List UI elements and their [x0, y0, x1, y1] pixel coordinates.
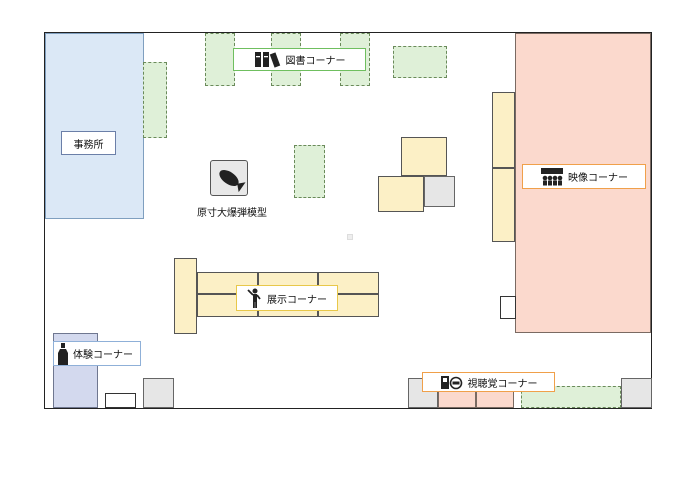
books-label-text: 図書コーナー [285, 56, 346, 67]
exhibit-label-text: 展示コーナー [267, 294, 327, 306]
person-pointing-icon [247, 288, 263, 308]
theater-icon [540, 167, 564, 186]
book-table-left-side [143, 62, 167, 138]
exhibit-label: 展示コーナー [236, 285, 338, 311]
bottom-left-box [105, 393, 136, 408]
experience-label-text: 体験コーナー [73, 350, 133, 361]
office-label-text: 事務所 [73, 139, 104, 151]
books-icon [254, 51, 282, 68]
bomb-icon [210, 160, 248, 196]
experience-label: 体験コーナー [53, 341, 141, 366]
center-grey-box [424, 176, 455, 207]
office-area [45, 33, 144, 219]
video-table-lower [492, 168, 515, 242]
audiovisual-label-text: 視聴覚コーナー [467, 378, 538, 390]
av-grey-box-right [621, 378, 652, 408]
center-table-left [378, 176, 424, 212]
office-label: 事務所 [61, 131, 116, 155]
av-equipment-icon [440, 375, 464, 390]
book-table-left [205, 33, 235, 86]
center-table-top [401, 137, 447, 176]
video-label-text: 映像コーナー [568, 173, 628, 184]
video-side-box [500, 296, 516, 319]
exhibit-side-table [174, 258, 197, 334]
video-label: 映像コーナー [522, 164, 646, 189]
bottle-icon [57, 342, 69, 365]
center-marker [347, 234, 353, 240]
book-table-center [294, 145, 325, 198]
books-label: 図書コーナー [233, 48, 366, 71]
bottom-left-grey-box [143, 378, 174, 408]
audiovisual-label: 視聴覚コーナー [422, 372, 555, 392]
book-table-far-right [393, 46, 447, 78]
video-table-upper [492, 92, 515, 168]
bomb-model-label: 原寸大爆弾模型 [197, 208, 267, 219]
